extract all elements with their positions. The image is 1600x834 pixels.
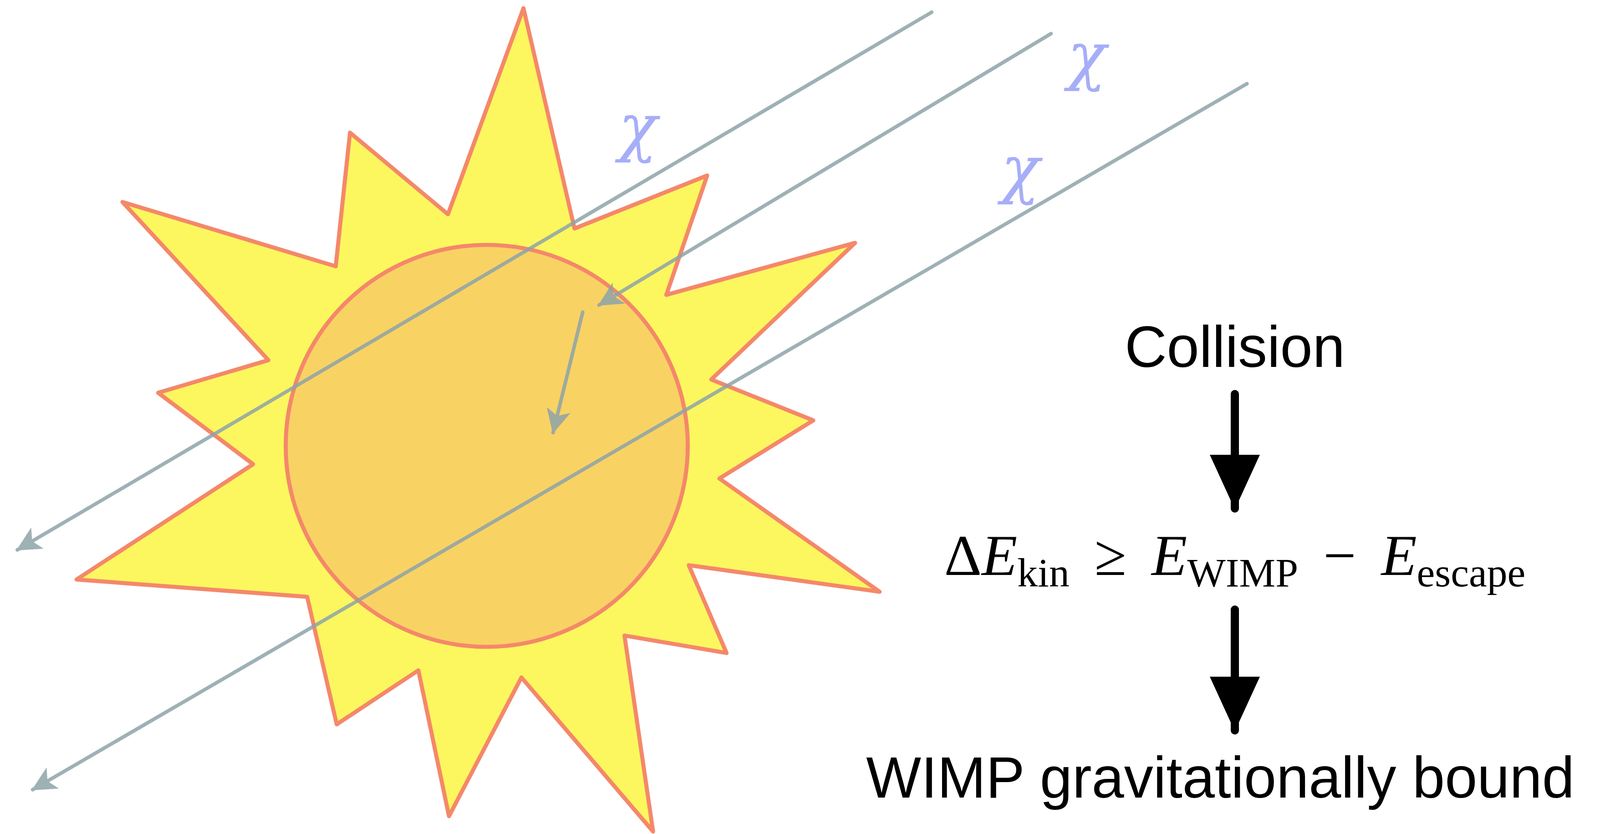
math-symbol: E bbox=[1380, 523, 1417, 588]
particle-symbol: χ bbox=[1001, 137, 1040, 202]
equation-step: ΔEkin ≥ EWIMP − Eescape bbox=[935, 508, 1535, 610]
wimp-trajectory bbox=[32, 83, 1248, 790]
math-symbol: − bbox=[1298, 523, 1381, 588]
wimp-trajectory bbox=[553, 312, 583, 433]
sun-rays bbox=[76, 8, 880, 832]
step-text: ΔEkin ≥ EWIMP − Eescape bbox=[944, 522, 1526, 597]
wimp-trajectory bbox=[599, 33, 1052, 306]
flow-step: WIMP gravitationally bound bbox=[856, 730, 1584, 825]
flow-arrow bbox=[1230, 609, 1239, 731]
flow-step: Collision bbox=[1115, 299, 1355, 394]
math-symbol: E bbox=[981, 523, 1018, 588]
step-text: Collision bbox=[1124, 313, 1346, 381]
subscript: WIMP bbox=[1187, 550, 1299, 596]
wimp-trajectory bbox=[17, 12, 932, 551]
particle-symbol: χ bbox=[1067, 24, 1107, 88]
particle-symbol: χ bbox=[618, 95, 658, 160]
math-symbol: ≥ bbox=[1069, 523, 1152, 588]
subscript: escape bbox=[1416, 550, 1526, 596]
math-symbol: Δ bbox=[944, 523, 982, 588]
step-text: WIMP gravitationally bound bbox=[866, 743, 1575, 811]
math-symbol: E bbox=[1151, 523, 1188, 588]
subscript: kin bbox=[1017, 550, 1070, 596]
flow-arrow bbox=[1230, 394, 1239, 509]
